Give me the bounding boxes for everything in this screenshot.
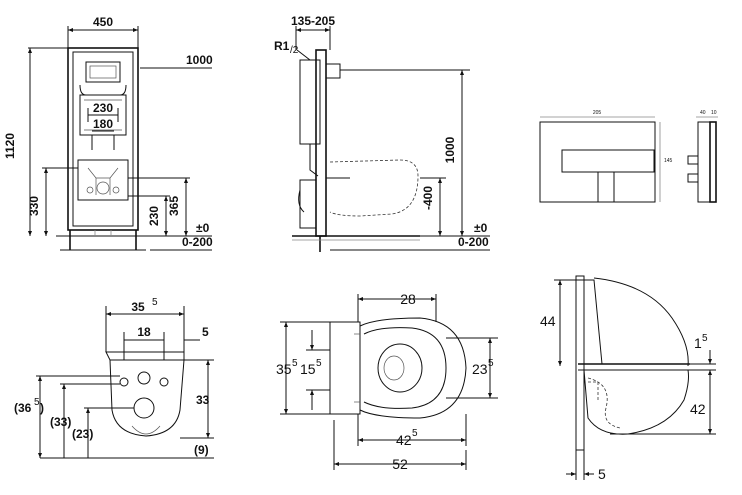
frame-top-ref-label: 1000	[186, 53, 213, 67]
seat-depth-label: 35	[276, 361, 292, 377]
rim-height-label: 42	[690, 401, 706, 417]
bowl-33-label: (33)	[50, 415, 71, 429]
bowl-36-sup: 5	[34, 397, 40, 408]
side-floor-label: 0-200	[458, 235, 489, 249]
bowl-inner-sup: 5	[488, 358, 494, 369]
thread-sub-label: /2	[290, 45, 299, 56]
plate-width-label: 205	[593, 110, 602, 116]
wall-gap-label: 5	[598, 466, 606, 482]
frame-floor-label: 0-200	[182, 235, 213, 249]
bottom-330-label: 330	[27, 196, 41, 216]
bottom-230-label: 230	[147, 206, 161, 226]
bowl-length-label: 42	[396, 432, 412, 448]
side-height-label: 1000	[443, 136, 457, 163]
seat-width-label: 28	[400, 291, 416, 307]
bowl-side-view: 44 1 5 42 5	[540, 275, 716, 482]
seat-hinge-label: 15	[300, 361, 316, 377]
bowl-width-sup: 5	[152, 297, 158, 308]
side-depth-label: 135-205	[291, 14, 335, 28]
frame-front-view: 450 1000 1120	[3, 15, 213, 251]
side-zero-label: ±0	[474, 221, 488, 235]
flush-plate-view: 205 145 40 10	[539, 110, 718, 203]
bowl-inner-label: 23	[472, 361, 488, 377]
bowl-23-label: (23)	[72, 427, 93, 441]
bowl-top-view: 28 35 5 15 5 23 5	[276, 291, 498, 472]
side-outlet-label: -400	[421, 186, 435, 210]
seat-thickness-label: 1	[694, 335, 702, 351]
frame-width-label: 450	[93, 15, 113, 29]
plate-depth2-label: 10	[711, 110, 717, 116]
seat-thickness-sup: 5	[702, 333, 708, 344]
bowl-hole-span-label: 18	[137, 325, 151, 339]
thread-main-label: R1	[274, 39, 290, 53]
bowl-width-label: 35	[131, 300, 145, 314]
overall-length-label: 52	[392, 456, 408, 472]
seat-depth-sup: 5	[292, 358, 298, 369]
bowl-36-label: (36	[14, 401, 32, 415]
bowl-9-label: (9)	[194, 443, 209, 457]
lid-height-label: 44	[540, 313, 556, 329]
bowl-front-view: 35 5 18 5 33 (9) (36 5 )	[14, 297, 214, 459]
frame-height-label: 1120	[3, 133, 17, 159]
pipe-span-label: 230	[93, 101, 113, 115]
frame-zero-label: ±0	[196, 221, 210, 235]
bowl-lip-label: 5	[202, 325, 209, 339]
frame-side-view: 135-205 R1 /2 1000 -400 ±0 0-200	[274, 14, 490, 252]
plate-depth1-label: 40	[700, 110, 706, 116]
plate-height-label: 145	[664, 158, 673, 164]
bowl-36-close: )	[40, 401, 44, 415]
bowl-length-sup: 5	[412, 428, 418, 439]
bottom-365-label: 365	[167, 196, 181, 216]
pipe-inner-label: 180	[93, 117, 113, 131]
bowl-height-label: 33	[196, 393, 210, 407]
seat-hinge-sup: 5	[316, 358, 322, 369]
